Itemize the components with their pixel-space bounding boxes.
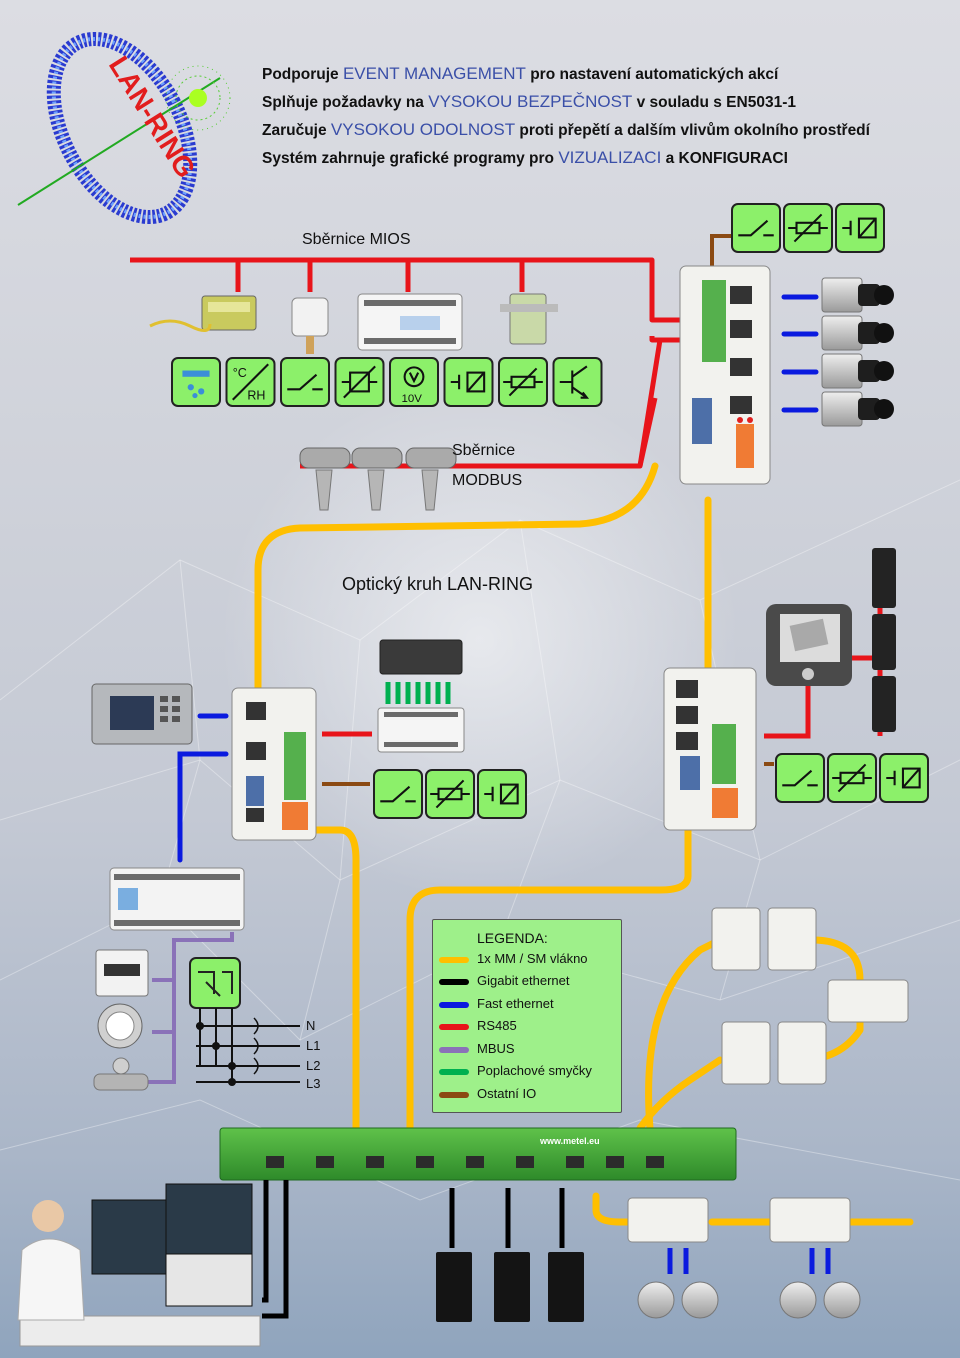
io-line-top [710,234,732,266]
switch-contact-icon [373,769,423,819]
variable-resistor-icon [498,357,548,407]
header-line-1: Podporuje EVENT MANAGEMENT pro nastavení… [262,64,779,83]
potentiometer-icon [334,357,385,407]
mios-devices [149,293,558,354]
mid-io-icons [373,769,527,819]
water-level-icon [171,357,221,407]
ip-camera [821,353,894,389]
power-line-l3: L3 [306,1076,321,1091]
legend-label: Ostatní IO [477,1086,537,1101]
transistor-icon [552,357,603,407]
legend-swatch [439,1047,469,1053]
hmi-panel [91,683,193,745]
modbus-level-sensors [299,447,457,511]
legend-row-mbus: MBUS [439,1040,619,1060]
legend-label: Gigabit ethernet [477,973,570,988]
relay-icon [443,357,494,407]
power-line-n: N [306,1018,316,1033]
legend-label: Poplachové smyčky [477,1063,592,1078]
legend-row-other-io: Ostatní IO [439,1085,619,1105]
header-feature-list: Podporuje EVENT MANAGEMENT pro nastavení… [262,60,952,172]
mini-switches [627,907,909,1243]
gigabit-links [262,1180,565,1319]
temperature-sensor-device [291,297,329,354]
mios-bus-label: Sběrnice MIOS [302,231,411,248]
legend-label: RS485 [477,1018,517,1033]
thermistor-icon [827,753,877,803]
alarm-module [377,639,465,753]
legend-row-fast-ethernet: Fast ethernet [439,995,619,1015]
fast-ethernet-ptz [667,1248,831,1274]
header-line-2: Splňuje požadavky na VYSOKOU BEZPEČNOST … [262,92,796,111]
modbus-converter-device [149,295,257,332]
legend-swatch [439,957,469,963]
rh-text: RH [247,389,265,403]
legend-row-rs485: RS485 [439,1017,619,1037]
power-line-l2: L2 [306,1058,321,1073]
legend-swatch [439,1069,469,1075]
switch-contact-icon [775,753,825,803]
header-line-3: Zaručuje VYSOKOU ODOLNOST proti přepětí … [262,120,870,139]
lan-ring-logo: LAN-RING [17,31,231,225]
mbus-line [146,932,234,1084]
legend-swatch [439,1024,469,1030]
legend: LEGENDA: 1x MM / SM vlákno Gigabit ether… [432,919,622,1113]
contact-switch-icon [280,357,330,407]
rs485-modbus-line [300,337,680,469]
legend-swatch [439,1002,469,1008]
optical-ring-label: Optický kruh LAN-RING [342,574,534,594]
ip-camera-group [821,277,894,427]
operator-workstation [17,1183,261,1347]
top-io-icons [731,203,885,253]
core-switch-url: www.metel.eu [539,1136,600,1146]
managed-core-switch: www.metel.eu [219,1127,737,1181]
power-meter-symbol [189,957,300,1086]
mbus-master-module [109,867,245,931]
ptz-cameras [637,1281,861,1319]
fast-ethernet-left [177,713,229,863]
header-line-4: Systém zahrnuje grafické programy pro VI… [262,148,788,167]
fast-ethernet-cameras [781,294,819,413]
access-terminal [766,604,852,686]
legend-title: LEGENDA: [477,930,548,946]
servers [436,1252,584,1322]
relay-coil-icon [835,203,885,253]
ip-camera [821,277,894,313]
legend-label: 1x MM / SM vlákno [477,951,588,966]
power-line-l1: L1 [306,1038,321,1053]
thermistor-icon [425,769,475,819]
ip-camera [821,315,894,351]
legend-label: Fast ethernet [477,996,554,1011]
legend-swatch [439,979,469,985]
legend-swatch [439,1092,469,1098]
lan-ring-switch-right [663,667,757,831]
temp-unit-text: °C [233,366,247,380]
background-glow [220,380,740,900]
legend-row-alarm-loops: Poplachové smyčky [439,1062,619,1082]
temperature-humidity-icon: °CRH [225,357,276,407]
switch-contact-icon [731,203,781,253]
legend-row-gigabit: Gigabit ethernet [439,972,619,992]
din-rail-module [500,293,558,345]
relay-coil-icon [879,753,929,803]
modbus-label-line2: MODBUS [452,472,523,489]
legend-label: MBUS [477,1041,515,1056]
legend-row-fiber: 1x MM / SM vlákno [439,950,619,970]
optical-fiber-ring [254,462,914,1226]
right-io-icons [775,753,929,803]
mios-io-module [357,293,463,351]
lan-ring-switch-left [231,687,317,841]
mios-sensor-icons: °CRH 10V [171,357,603,407]
lan-ring-switch-top [679,265,771,485]
voltage-text: 10V [401,393,422,405]
modbus-label-line1: Sběrnice [452,442,516,459]
thermistor-icon [783,203,833,253]
voltage-meter-icon: 10V [389,357,439,407]
ip-camera [821,391,894,427]
card-readers [872,548,896,732]
mbus-meters [93,949,149,1091]
relay-coil-icon [477,769,527,819]
